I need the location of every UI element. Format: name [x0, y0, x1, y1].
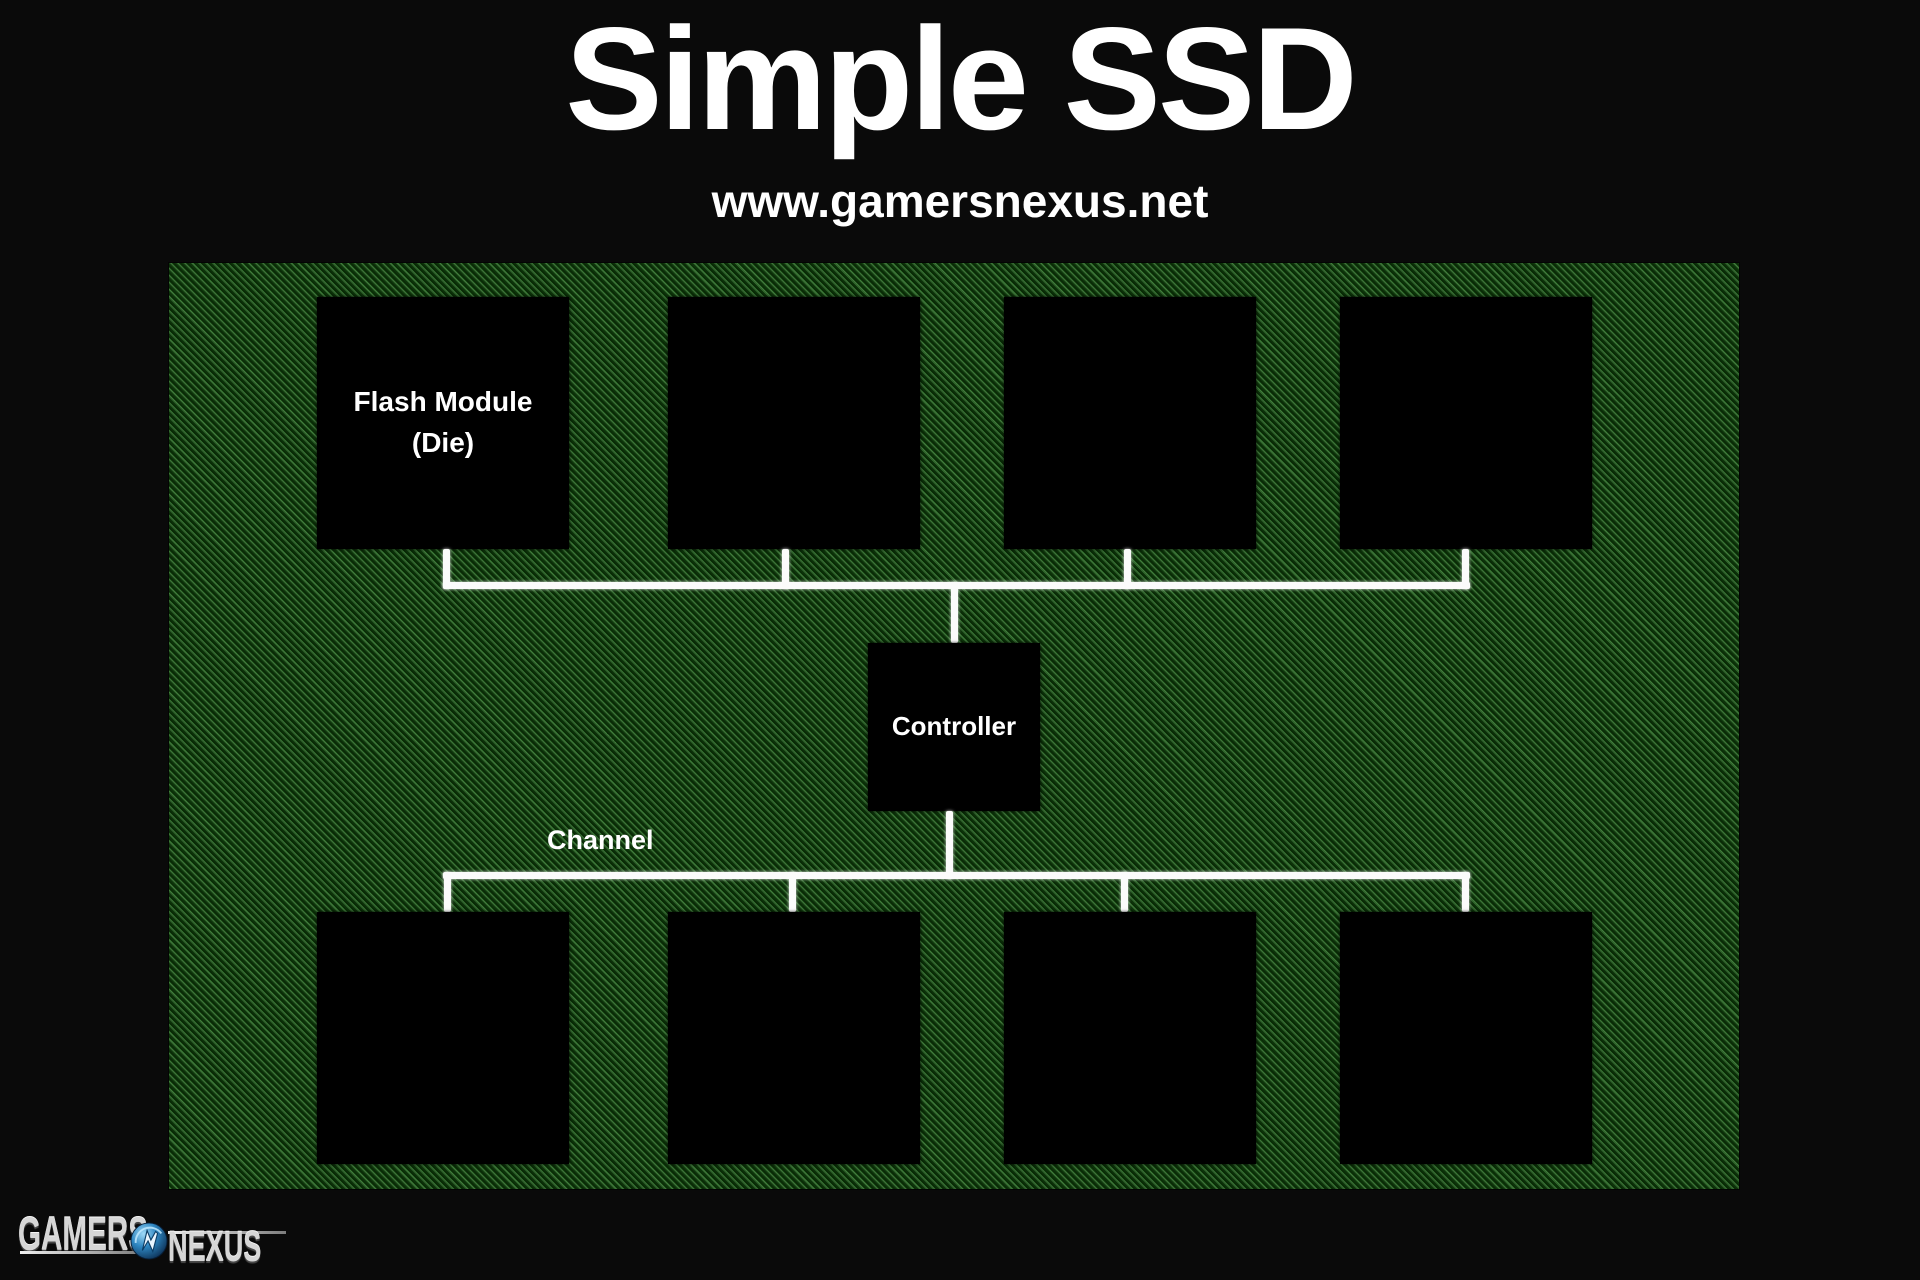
bottom-bus-stub-4	[1462, 872, 1469, 912]
flash-die-bottom-3	[1004, 912, 1256, 1164]
controller-label: Controller	[891, 711, 1017, 742]
top-bus-controller-drop	[951, 582, 958, 643]
flash-die-top-4	[1340, 297, 1592, 549]
flash-die-label-line1: Flash Module	[353, 386, 533, 418]
top-bus-stub-2	[782, 549, 789, 589]
logo-gamers-text: GAMERS	[18, 1207, 148, 1260]
page-title: Simple SSD	[565, 0, 1357, 160]
controller-chip: Controller	[868, 643, 1040, 811]
flash-die-bottom-2	[668, 912, 920, 1164]
flash-die-bottom-1	[317, 912, 569, 1164]
bottom-bus-stub-3	[1121, 872, 1128, 912]
logo-nexus-text: NEXUS	[168, 1223, 262, 1271]
flash-die-bottom-4	[1340, 912, 1592, 1164]
top-bus-stub-4	[1462, 549, 1469, 589]
logo-nexus-overline	[168, 1231, 286, 1234]
bottom-bus-stub-2	[789, 872, 796, 912]
page-subtitle: www.gamersnexus.net	[711, 175, 1209, 227]
pcb-panel: Flash Module (Die) Controller Channel	[168, 262, 1740, 1190]
flash-die-top-3	[1004, 297, 1256, 549]
logo-gamers-underline	[20, 1251, 142, 1254]
bottom-bus-controller-drop	[946, 811, 953, 879]
top-bus-stub-1	[443, 549, 450, 589]
logo-emblem-icon	[130, 1222, 168, 1260]
top-bus-stub-3	[1124, 549, 1131, 589]
channel-label: Channel	[547, 825, 654, 855]
flash-die-top-2	[668, 297, 920, 549]
flash-die-label: Flash Module (Die)	[354, 382, 533, 463]
bottom-bus-horizontal-trace	[443, 872, 1470, 879]
bottom-bus-stub-1	[444, 872, 451, 912]
flash-die-top-1: Flash Module (Die)	[317, 297, 569, 549]
flash-die-label-line2: (Die)	[411, 427, 475, 458]
gamersnexus-logo: GAMERS NEXUS	[18, 1210, 318, 1274]
